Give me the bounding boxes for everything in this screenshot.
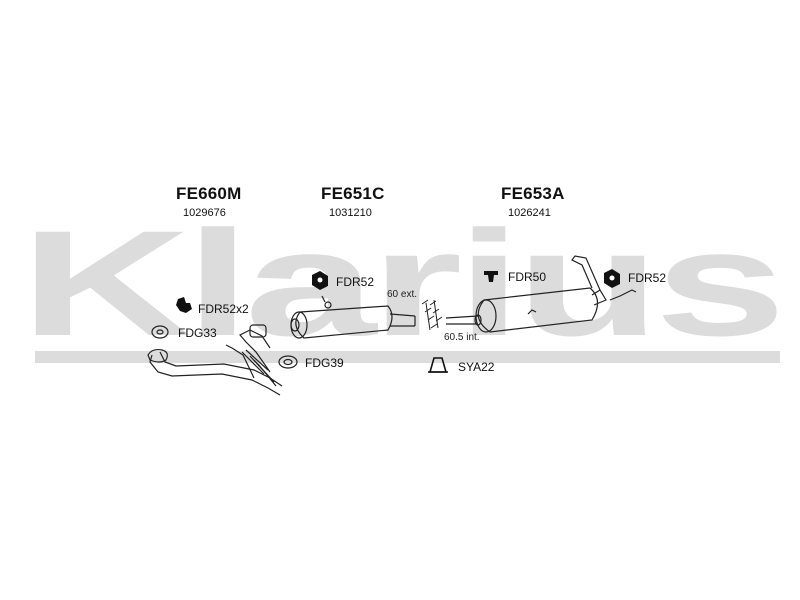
dimension-int: 60.5 int.: [444, 332, 480, 343]
part-label-sya22: SYA22: [458, 360, 495, 374]
rubber-mount-right-icon: [604, 269, 620, 288]
section-number-2: 1031210: [329, 207, 372, 219]
section-number-1: 1029676: [183, 207, 226, 219]
part-label-fdr50: FDR50: [508, 270, 547, 284]
hanger-icon: [484, 271, 498, 282]
front-pipe: [147, 324, 283, 396]
part-label-fdr52x2: FDR52x2: [198, 302, 249, 316]
rubber-mount-icon: [176, 297, 192, 313]
section-code-3: FE653A: [501, 184, 565, 203]
joint-markers: [421, 299, 443, 331]
section-number-3: 1026241: [508, 207, 551, 219]
part-label-fdg39: FDG39: [305, 356, 344, 370]
gasket-oval-icon: [278, 355, 298, 369]
rubber-mount-center-icon: [312, 271, 328, 290]
section-code-2: FE651C: [321, 184, 385, 203]
dimension-ext: 60 ext.: [387, 289, 418, 300]
section-code-1: FE660M: [176, 184, 242, 203]
part-label-fdg33: FDG33: [178, 326, 217, 340]
middle-silencer: [290, 295, 416, 339]
gasket-ring-icon: [151, 325, 169, 339]
part-label-fdr52-center: FDR52: [336, 275, 375, 289]
rear-silencer: [445, 255, 637, 333]
clamp-icon: [428, 357, 448, 373]
watermark-bar: [35, 351, 780, 363]
watermark-text: Klarius: [20, 205, 780, 367]
klarius-watermark-logo: Klarius: [20, 205, 784, 367]
part-label-fdr52-right: FDR52: [628, 271, 667, 285]
